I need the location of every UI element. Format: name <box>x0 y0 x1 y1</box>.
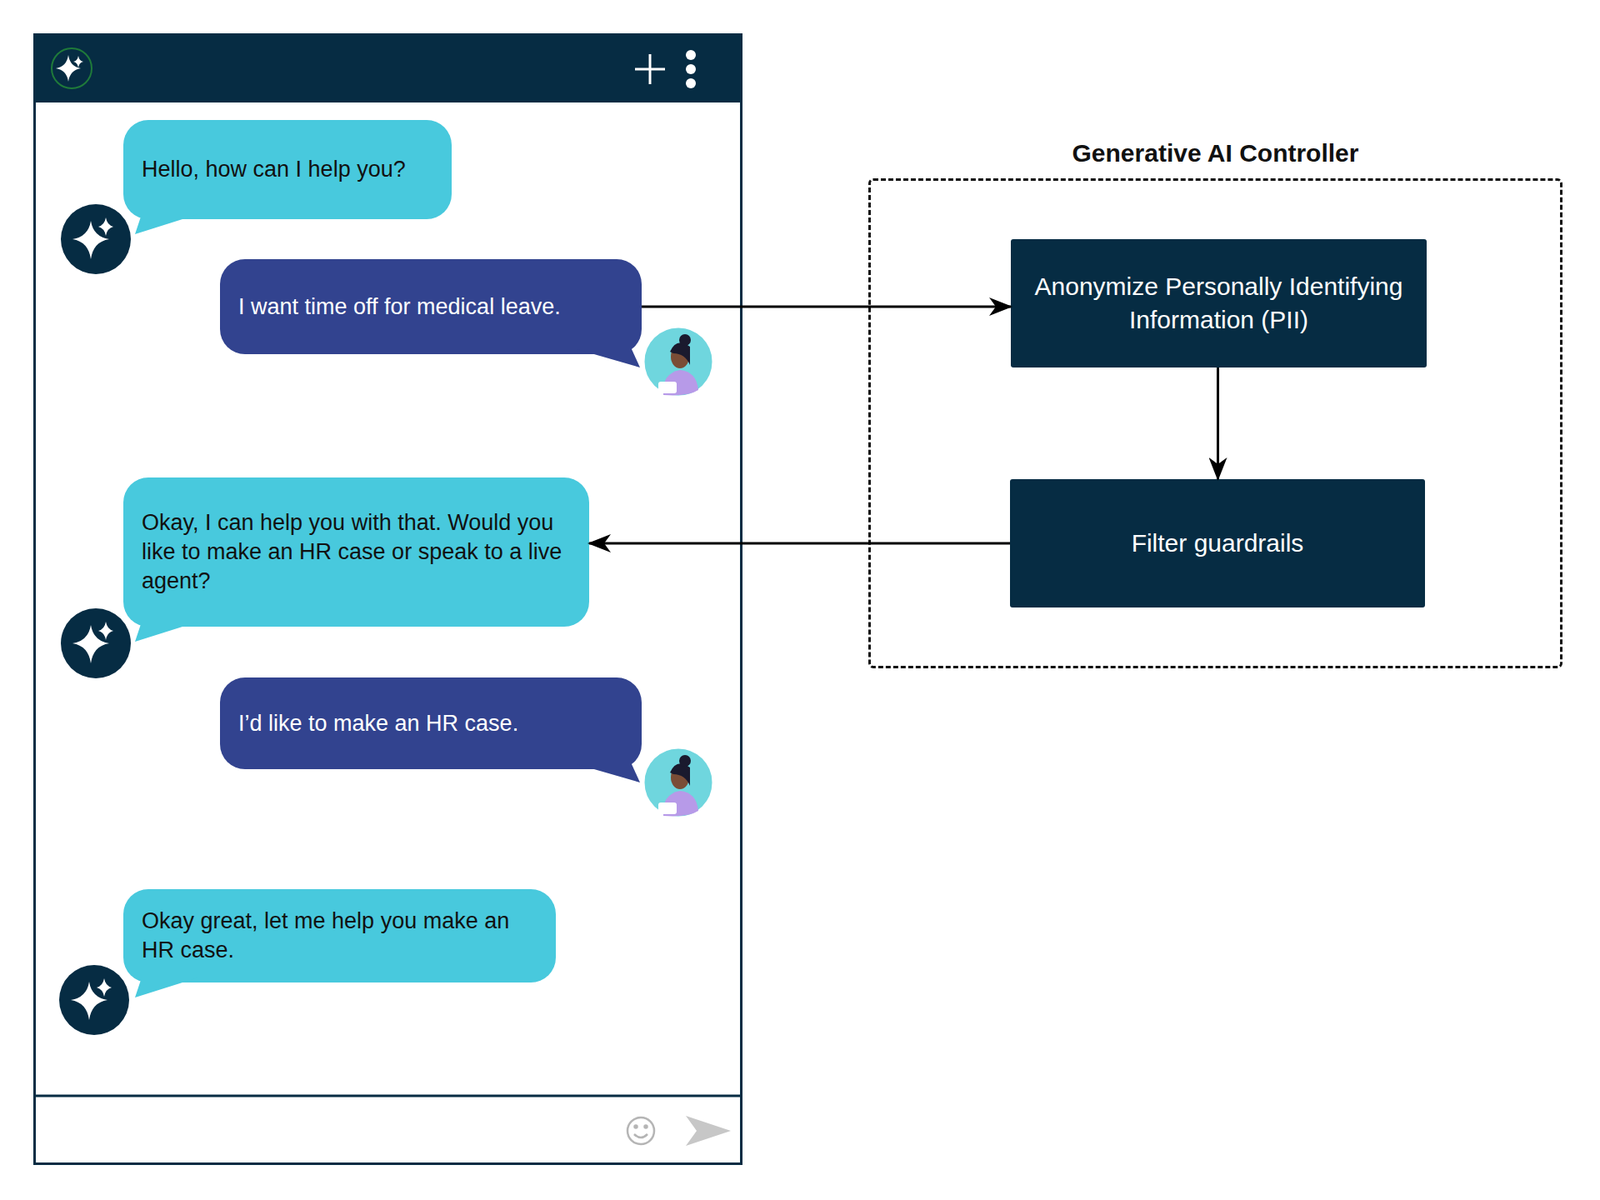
plus-icon <box>635 54 665 85</box>
input-divider <box>33 1095 742 1098</box>
bot-bubble: Okay great, let me help you make an HR c… <box>123 889 556 983</box>
process-box: Filter guardrails <box>1010 479 1425 608</box>
bubble-tail <box>576 349 644 375</box>
message-text: I want time off for medical leave. <box>238 292 624 322</box>
flow-arrow <box>1216 367 1220 480</box>
box-label: Anonymize Personally Identifying Informa… <box>1027 270 1410 337</box>
bot-bubble: Okay, I can help you with that. Would yo… <box>123 477 590 627</box>
bubble-tail <box>135 977 202 1003</box>
window-frame <box>35 35 742 1165</box>
bot-avatar <box>60 204 131 275</box>
controller-group: Generative AI ControllerAnonymize Person… <box>868 178 1563 669</box>
group-title: Generative AI Controller <box>870 139 1560 168</box>
bubble-tail <box>135 621 202 647</box>
bot-avatar <box>60 608 131 679</box>
message-text: I’d like to make an HR case. <box>238 709 624 739</box>
header-logo <box>51 48 92 89</box>
process-box: Anonymize Personally Identifying Informa… <box>1010 239 1427 368</box>
bubble-tail <box>576 764 644 790</box>
message-text: Hello, how can I help you? <box>141 155 434 185</box>
user-bubble: I want time off for medical leave. <box>220 259 642 355</box>
user-avatar <box>643 747 714 818</box>
send-icon <box>685 1115 731 1146</box>
box-label: Filter guardrails <box>1131 526 1305 560</box>
flow-arrow <box>589 542 1010 545</box>
header-bar <box>33 33 743 103</box>
message-text: Okay great, let me help you make an HR c… <box>141 906 538 965</box>
bot-avatar <box>59 965 130 1035</box>
user-bubble: I’d like to make an HR case. <box>220 677 642 770</box>
user-avatar <box>643 326 714 397</box>
menu-dots <box>685 50 696 89</box>
bubble-tail <box>135 214 202 240</box>
message-text: Okay, I can help you with that. Would yo… <box>141 508 571 596</box>
bot-bubble: Hello, how can I help you? <box>123 120 452 220</box>
emoji-icon <box>627 1117 655 1145</box>
flow-arrow <box>641 305 1011 309</box>
